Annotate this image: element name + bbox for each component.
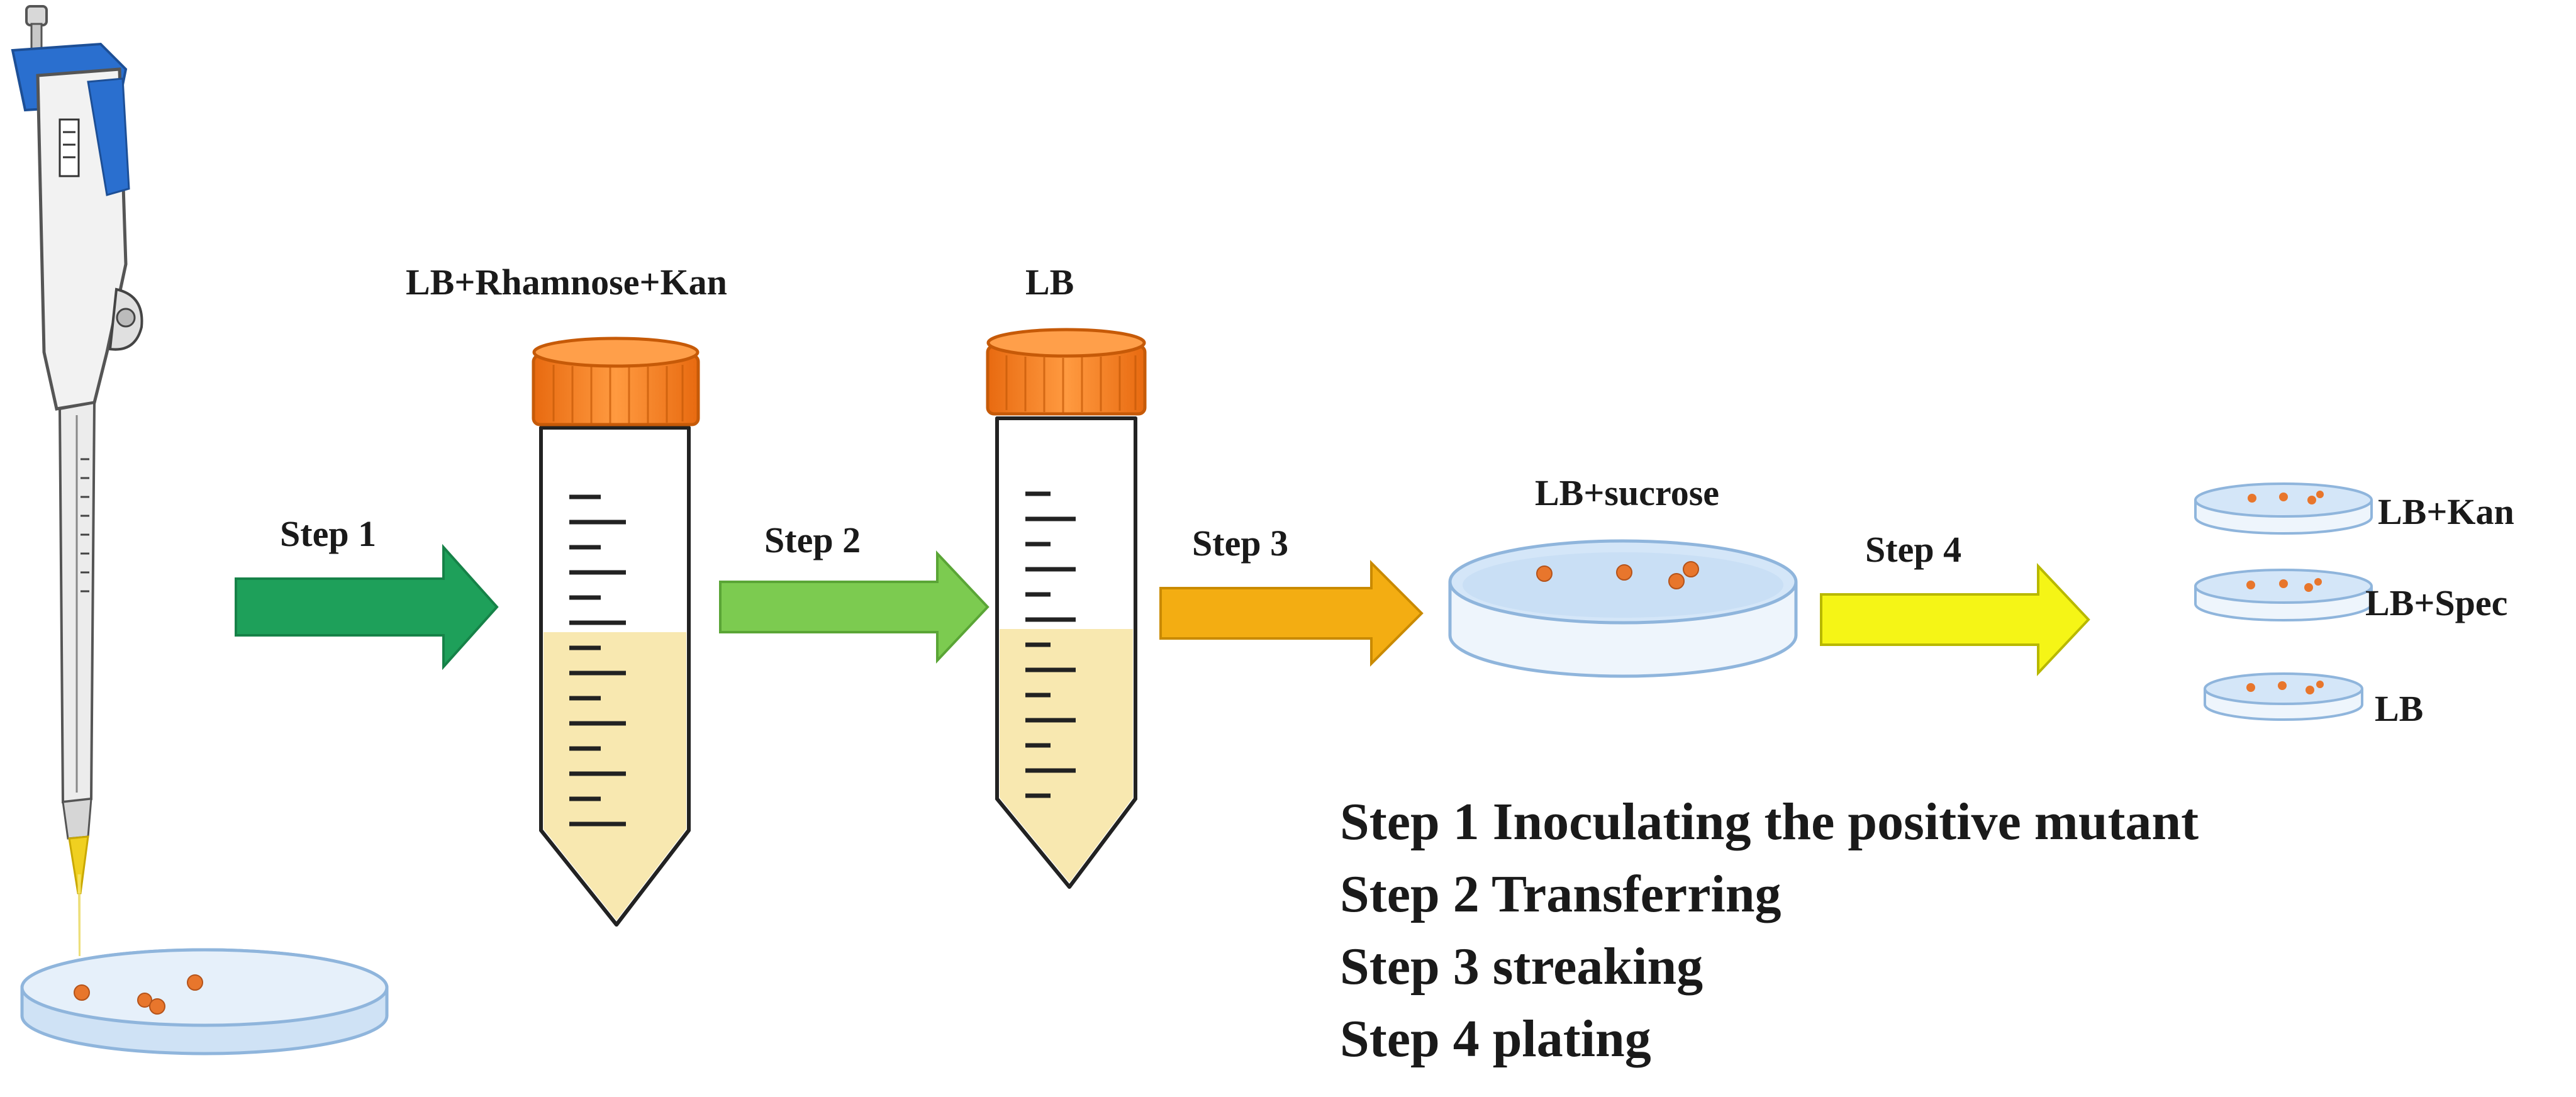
legend-step-3: Step 3 streaking bbox=[1340, 937, 1703, 996]
plate-lb bbox=[2204, 672, 2363, 721]
legend-step-1: Step 1 Inoculating the positive mutant bbox=[1340, 793, 2199, 851]
step-3-label: Step 3 bbox=[1192, 523, 1289, 564]
legend-step-2: Step 2 Transferring bbox=[1340, 865, 1781, 923]
plate-lb-spec bbox=[2194, 569, 2373, 621]
plate-lb-kan bbox=[2194, 482, 2373, 535]
plate-1-medium-label: LB+Kan bbox=[2378, 491, 2514, 532]
tube-2-medium-label: LB bbox=[1025, 262, 1074, 303]
legend-step-4: Step 4 plating bbox=[1340, 1010, 1651, 1068]
step-1-label: Step 1 bbox=[280, 513, 377, 554]
pipette-icon bbox=[11, 5, 143, 956]
step-3-arrow bbox=[1159, 560, 1424, 667]
tube-2 bbox=[986, 328, 1147, 889]
step-4-label: Step 4 bbox=[1865, 529, 1962, 570]
step-4-arrow bbox=[1820, 562, 2090, 677]
plate-3-medium-label: LB bbox=[2375, 688, 2424, 729]
step-2-arrow bbox=[719, 550, 990, 664]
step-1-arrow bbox=[235, 543, 499, 671]
tube-1 bbox=[532, 337, 700, 927]
dish-medium-label: LB+sucrose bbox=[1535, 472, 1720, 513]
step-2-label: Step 2 bbox=[764, 520, 861, 560]
sucrose-petri-dish bbox=[1448, 539, 1798, 678]
plate-2-medium-label: LB+Spec bbox=[2365, 582, 2508, 623]
source-petri-dish bbox=[20, 948, 389, 1055]
tube-1-medium-label: LB+Rhamnose+Kan bbox=[406, 262, 727, 303]
